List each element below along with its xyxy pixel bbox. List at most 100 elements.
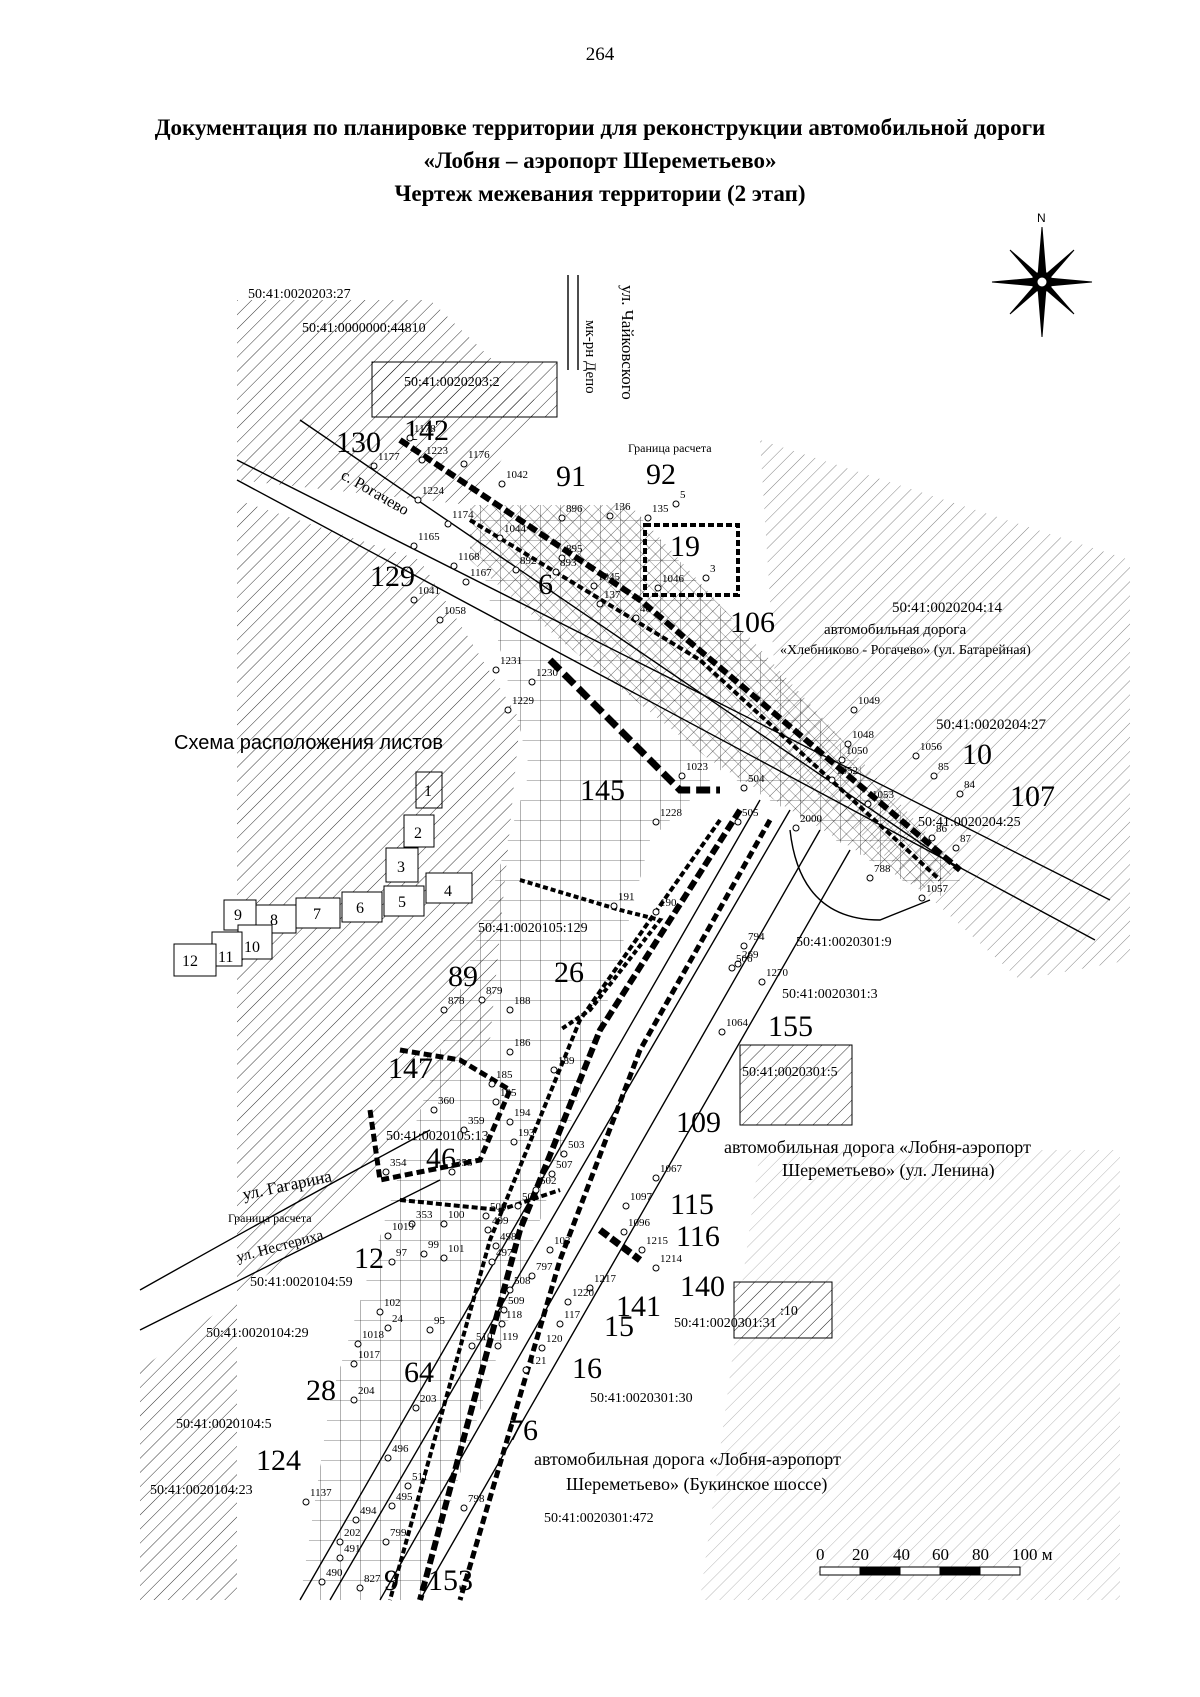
survey-point-510: 510 xyxy=(476,1331,493,1343)
street-label-chaikovskogo: ул. Чайковского xyxy=(618,285,637,400)
survey-point-marker xyxy=(792,824,800,832)
zone-label-6: 6 xyxy=(538,568,553,601)
survey-point-marker xyxy=(528,1272,536,1280)
survey-point-1096: 1096 xyxy=(628,1217,651,1229)
survey-point-marker xyxy=(556,1320,564,1328)
survey-point-marker xyxy=(952,844,960,852)
survey-point-marker xyxy=(410,542,418,550)
street-label-depo: мк-рн Депо xyxy=(582,320,598,394)
survey-point-1048: 1048 xyxy=(852,729,875,741)
survey-point-1019: 1019 xyxy=(392,1221,415,1233)
survey-point-1167: 1167 xyxy=(470,567,492,579)
sheet-2: 2 xyxy=(414,825,422,842)
zone-label-140: 140 xyxy=(680,1270,725,1303)
survey-point-marker xyxy=(496,534,504,542)
survey-point-marker xyxy=(420,1250,428,1258)
road-label-lenina-2: Шереметьево» (ул. Ленина) xyxy=(782,1160,995,1181)
survey-point-506: 506 xyxy=(736,953,753,965)
survey-point-marker xyxy=(492,666,500,674)
survey-point-marker xyxy=(448,1168,456,1176)
survey-point-895: 895 xyxy=(566,543,583,555)
survey-point-marker xyxy=(494,1342,502,1350)
survey-point-marker xyxy=(828,776,836,784)
survey-point-1220: 1220 xyxy=(572,1287,595,1299)
survey-point-marker xyxy=(460,460,468,468)
survey-point-121: 121 xyxy=(530,1355,547,1367)
scale-bar: 0 20 40 60 80 100 м xyxy=(816,1545,1053,1576)
survey-point-marker xyxy=(430,1106,438,1114)
survey-point-marker xyxy=(678,772,686,780)
survey-point-119: 119 xyxy=(502,1331,519,1343)
survey-point-355: 355 xyxy=(456,1157,473,1169)
survey-point-marker xyxy=(850,706,858,714)
survey-point-marker xyxy=(414,496,422,504)
sheet-3: 3 xyxy=(397,859,405,876)
survey-point-193: 193 xyxy=(518,1127,535,1139)
survey-point-marker xyxy=(408,1220,416,1228)
survey-point-marker xyxy=(912,752,920,760)
zone-label-26: 26 xyxy=(554,956,584,989)
zone-label-19: 19 xyxy=(670,530,700,563)
survey-point-marker xyxy=(410,596,418,604)
zone-label-12: 12 xyxy=(354,1242,384,1275)
survey-point-marker xyxy=(606,512,614,520)
survey-point-marker xyxy=(350,1396,358,1404)
survey-point-marker xyxy=(620,1228,628,1236)
survey-point-1231: 1231 xyxy=(500,655,522,667)
zone-label-145: 145 xyxy=(580,774,625,807)
survey-point-marker xyxy=(514,1202,522,1210)
survey-point-marker xyxy=(412,1404,420,1412)
sheet-scheme-title: Схема расположения листов xyxy=(174,732,443,754)
survey-point-marker xyxy=(702,574,710,582)
survey-point-marker xyxy=(654,584,662,592)
survey-point-marker xyxy=(622,1202,630,1210)
sheet-4: 4 xyxy=(444,883,452,900)
survey-point-marker xyxy=(532,1186,540,1194)
cadastral-c6: 50:41:0020204:25 xyxy=(918,815,1021,830)
cadastral-c10: 50:41:0020301:5 xyxy=(742,1065,838,1080)
survey-point-495: 495 xyxy=(396,1491,413,1503)
survey-point-marker xyxy=(318,1578,326,1586)
survey-point-marker xyxy=(652,818,660,826)
survey-point-1215: 1215 xyxy=(646,1235,669,1247)
survey-point-marker xyxy=(740,784,748,792)
survey-point-189: 189 xyxy=(558,1055,575,1067)
survey-point-marker xyxy=(560,1150,568,1158)
compass-north-label: N xyxy=(1037,211,1046,225)
survey-point-marker xyxy=(838,756,846,764)
survey-point-marker xyxy=(864,800,872,808)
zone-label-64: 64 xyxy=(404,1356,434,1389)
calc-boundary-top-label: Граница расчета xyxy=(628,441,712,455)
survey-point-103: 103 xyxy=(554,1235,571,1247)
survey-point-1228: 1228 xyxy=(660,807,683,819)
survey-point-marker xyxy=(460,1126,468,1134)
survey-point-118: 118 xyxy=(506,1309,523,1321)
zone-label-106: 106 xyxy=(730,606,775,639)
zone-label-16: 16 xyxy=(572,1352,602,1385)
survey-point-788: 788 xyxy=(874,863,891,875)
scale-tick-40: 40 xyxy=(893,1545,910,1564)
calc-boundary-left-label: Граница расчета xyxy=(228,1211,312,1225)
document-title-line-1: Документация по планировке территории дл… xyxy=(154,115,1046,140)
survey-point-185: 185 xyxy=(496,1069,513,1081)
survey-point-97: 97 xyxy=(396,1247,408,1259)
survey-point-marker xyxy=(482,1212,490,1220)
survey-point-1230: 1230 xyxy=(536,667,559,679)
survey-point-1023: 1023 xyxy=(686,761,709,773)
cadastral-c16: 50:41:0020104:5 xyxy=(176,1417,272,1432)
survey-point-marker xyxy=(528,678,536,686)
survey-point-marker xyxy=(522,1366,530,1374)
survey-point-marker xyxy=(538,1344,546,1352)
survey-point-1176: 1176 xyxy=(468,449,490,461)
survey-point-marker xyxy=(652,908,660,916)
survey-point-marker xyxy=(586,1284,594,1292)
survey-point-798: 798 xyxy=(468,1493,485,1505)
zone-label-115: 115 xyxy=(670,1188,714,1221)
road-label-bukinskoe-2: Шереметьево» (Букинское шоссе) xyxy=(566,1474,827,1495)
zone-label-124: 124 xyxy=(256,1444,301,1477)
survey-point-2000: 2000 xyxy=(800,813,823,825)
survey-point-353: 353 xyxy=(416,1209,433,1221)
survey-point-827: 827 xyxy=(364,1573,381,1585)
survey-point-marker xyxy=(506,1118,514,1126)
survey-point-1067: 1067 xyxy=(660,1163,683,1175)
